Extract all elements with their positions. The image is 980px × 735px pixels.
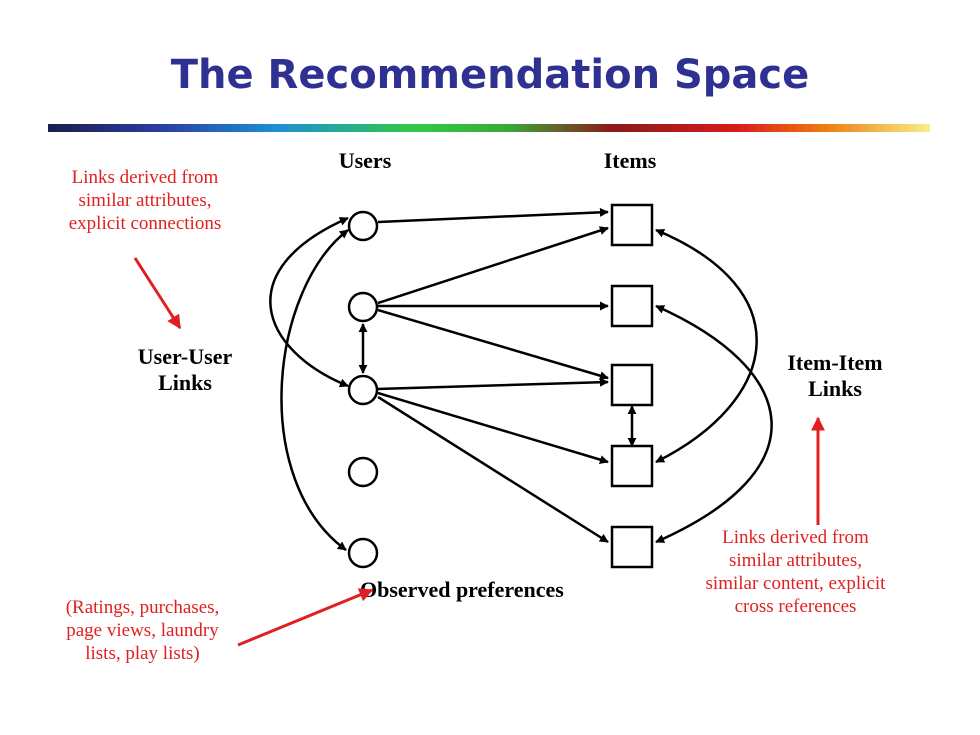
observed-preferences-label: Observed preferences xyxy=(360,577,564,602)
edge-u1-i2 xyxy=(377,308,609,381)
item-node-3 xyxy=(610,363,654,407)
edge-u0-i0 xyxy=(377,207,609,224)
arrow-to-user-user-links xyxy=(133,257,182,330)
user-user-links-label: User-User Links xyxy=(110,344,260,396)
user-node-4 xyxy=(347,456,379,488)
item-item-links-line-1: Item-Item xyxy=(787,350,883,375)
edge-u1-i0 xyxy=(377,226,609,305)
user-node-1 xyxy=(347,210,379,242)
user-node-2 xyxy=(347,291,379,323)
edge-i0-i3 xyxy=(655,228,758,464)
note-top-left: Links derived from similar attributes, e… xyxy=(30,166,260,235)
annotation-arrows xyxy=(133,257,825,647)
note-top-left-line-1: Links derived from xyxy=(71,167,219,188)
note-bottom-left: (Ratings, purchases, page views, laundry… xyxy=(30,596,255,665)
edge-u2-i4 xyxy=(377,395,609,544)
user-item-edges xyxy=(377,207,609,544)
note-bottom-right-line-1: Links derived from xyxy=(722,527,869,548)
note-bottom-left-line-1: (Ratings, purchases, xyxy=(65,597,220,618)
edge-u0-u4 xyxy=(280,229,349,552)
note-bottom-right-line-2: similar attributes, xyxy=(729,550,862,571)
item-node-2 xyxy=(610,284,654,328)
title-divider xyxy=(48,124,930,132)
note-bottom-right-line-3: similar content, explicit xyxy=(705,573,886,594)
note-bottom-left-line-2: page views, laundry xyxy=(66,620,219,641)
edge-u0-u2 xyxy=(269,216,349,388)
edge-i1-i4 xyxy=(655,304,773,544)
slide-title: The Recommendation Space xyxy=(170,52,810,98)
item-node-5 xyxy=(610,525,654,569)
item-item-links-line-2: Links xyxy=(808,376,862,401)
items-column-label: Items xyxy=(603,148,657,173)
note-top-left-line-3: explicit connections xyxy=(68,213,222,234)
item-nodes xyxy=(610,203,654,569)
arrow-to-observed-preferences xyxy=(237,588,374,647)
item-item-edges xyxy=(627,228,773,544)
note-bottom-left-line-3: lists, play lists) xyxy=(85,643,200,664)
users-column-label: Users xyxy=(338,148,392,173)
edge-u2-i3 xyxy=(377,391,609,464)
user-node-3 xyxy=(347,374,379,406)
edge-u2-i2 xyxy=(377,377,609,391)
user-user-links-line-2: Links xyxy=(158,370,212,395)
user-user-edges xyxy=(269,216,368,552)
note-top-left-line-2: similar attributes, xyxy=(78,190,212,211)
item-node-1 xyxy=(610,203,654,247)
note-bottom-right-line-4: cross references xyxy=(734,596,857,617)
note-bottom-right: Links derived from similar attributes, s… xyxy=(668,526,923,618)
user-user-links-line-1: User-User xyxy=(137,344,233,369)
item-item-links-label: Item-Item Links xyxy=(760,350,910,402)
item-node-4 xyxy=(610,444,654,488)
user-node-5 xyxy=(347,537,379,569)
user-nodes xyxy=(347,210,379,569)
